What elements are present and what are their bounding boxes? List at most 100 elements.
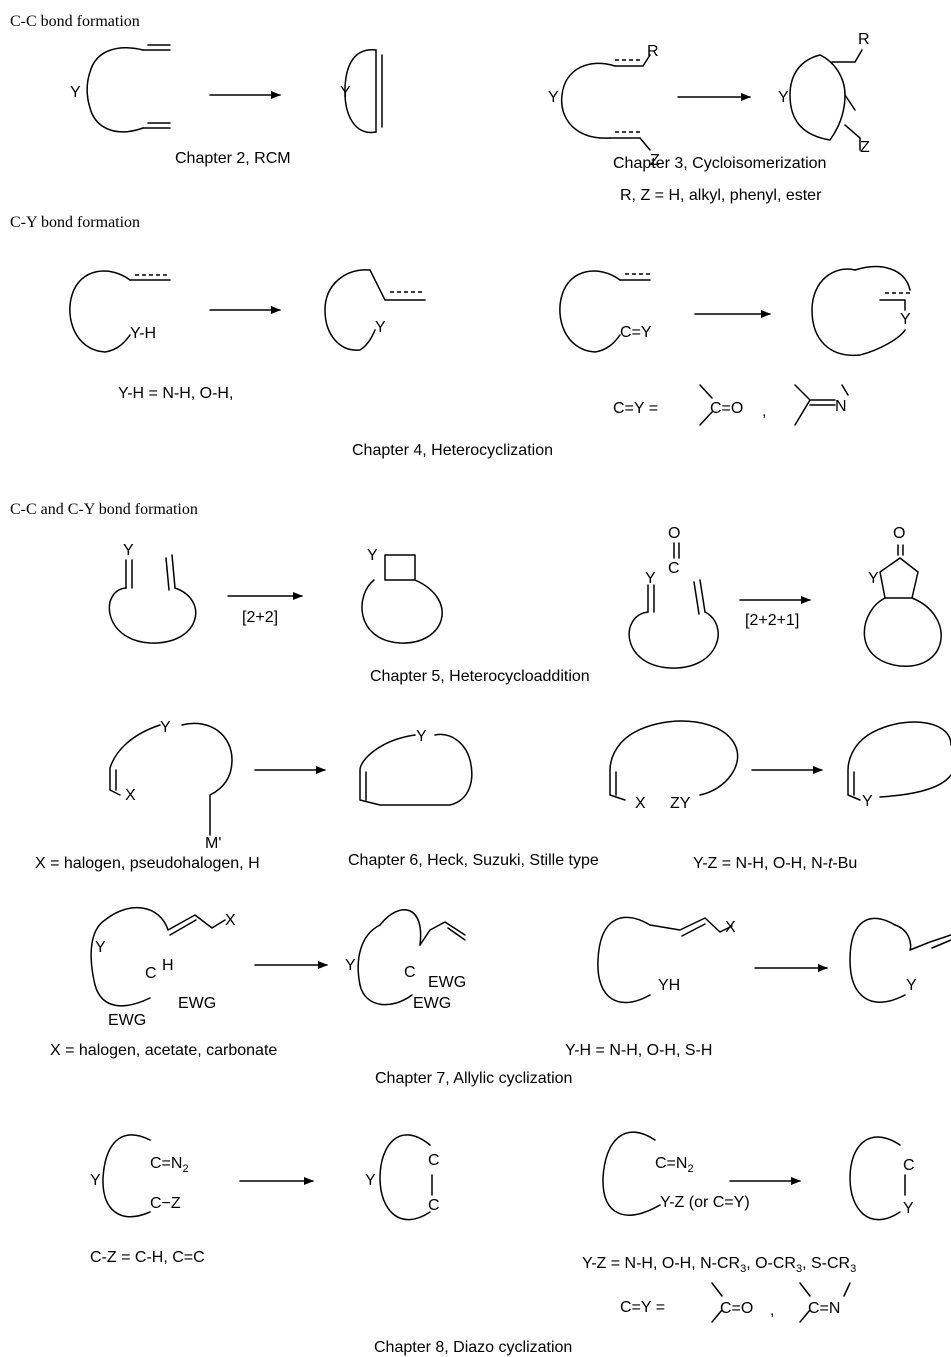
- caption-ch6: Chapter 6, Heck, Suzuki, Stille type: [348, 852, 599, 869]
- atom-y: Y: [645, 570, 656, 587]
- heterocyclization-product-2: Y: [811, 265, 911, 357]
- atom-ewg: EWG: [413, 995, 451, 1012]
- caption-ch4-cy: C=Y =: [613, 400, 658, 417]
- atom-cn2: C=N2: [150, 1155, 189, 1175]
- atom-y: Y: [903, 1200, 914, 1217]
- comma: ,: [762, 403, 766, 420]
- condition-2221: [2+2+1]: [745, 612, 799, 629]
- atom-y: Y: [95, 939, 106, 956]
- atom-y: Y: [345, 957, 356, 974]
- imine-group: N: [794, 384, 849, 426]
- atom-y: Y: [123, 542, 134, 559]
- caption-ch8-left: C-Z = C-H, C=C: [90, 1249, 205, 1266]
- diazo-reactant-1: C=N2 C−Z Y: [90, 1134, 189, 1218]
- caption-ch4: Chapter 4, Heterocyclization: [352, 442, 553, 459]
- allylic-reactant-2: X YH: [597, 916, 736, 1004]
- caption-ch6-right: Y-Z = N-H, O-H, N-t-Bu: [693, 855, 857, 872]
- caption-ch7-left: X = halogen, acetate, carbonate: [50, 1042, 277, 1059]
- atom-r: R: [858, 31, 870, 48]
- svg-text:C=O: C=O: [710, 400, 743, 417]
- rcm-product: Y: [340, 49, 383, 134]
- atom-y: Y: [416, 728, 427, 745]
- atom-y: Y: [900, 311, 911, 328]
- svg-text:C=O: C=O: [720, 1300, 753, 1317]
- allylic-product-2: Y: [849, 917, 951, 1003]
- atom-c: C: [404, 964, 416, 981]
- atom-y: Y: [548, 89, 559, 106]
- atom-ewg: EWG: [178, 995, 216, 1012]
- section-ccy-title: C-C and C-Y bond formation: [10, 501, 198, 518]
- section-cc-title: C-C bond formation: [10, 13, 140, 30]
- caption-ch8-cy: C=Y =: [620, 1299, 665, 1316]
- cycloisomerization-reactant: R Z Y: [548, 43, 660, 169]
- comma: ,: [770, 1302, 774, 1319]
- atom-yh: Y-H: [130, 325, 156, 342]
- atom-cy: C=Y: [620, 324, 652, 341]
- atom-c: C: [428, 1197, 440, 1214]
- atom-c: C: [145, 965, 157, 982]
- condition-222: [2+2]: [242, 609, 278, 626]
- atom-r: R: [647, 43, 659, 60]
- cycloaddition-2221-product: O Y: [863, 525, 942, 667]
- caption-ch7: Chapter 7, Allylic cyclization: [375, 1070, 572, 1087]
- atom-c: C: [428, 1152, 440, 1169]
- atom-o: O: [668, 525, 680, 542]
- coupling-reactant-1: Y X M': [109, 719, 233, 852]
- allylic-reactant-1: X Y C H EWG EWG: [90, 906, 236, 1029]
- caption-ch7-right: Y-H = N-H, O-H, S-H: [565, 1042, 712, 1059]
- caption-ch3-sub: R, Z = H, alkyl, phenyl, ester: [620, 187, 822, 204]
- atom-o: O: [893, 525, 905, 542]
- cycloaddition-222-reactant: Y: [108, 542, 197, 644]
- atom-y: Y: [160, 719, 171, 736]
- diazo-product-1: C C Y: [365, 1134, 440, 1221]
- atom-z: Z: [650, 152, 660, 169]
- atom-ewg: EWG: [428, 974, 466, 991]
- diazo-product-2: C Y: [849, 1136, 915, 1221]
- atom-ewg: EWG: [108, 1012, 146, 1029]
- cycloaddition-2221-reactant: O C Y: [628, 525, 719, 669]
- atom-yz: Y-Z (or C=Y): [660, 1194, 750, 1211]
- atom-y: Y: [367, 547, 378, 564]
- atom-zy: ZY: [670, 795, 691, 812]
- atom-z: Z: [860, 139, 870, 156]
- atom-c: C: [903, 1157, 915, 1174]
- atom-y: Y: [365, 1172, 376, 1189]
- svg-text:N: N: [835, 398, 847, 415]
- caption-ch8-right: Y-Z = N-H, O-H, N-CR23, O-CR3, S-CR3: [582, 1255, 856, 1275]
- atom-yh-small: YH: [658, 977, 680, 994]
- coupling-product-1: Y: [359, 728, 473, 806]
- heterocyclization-product-1: Y: [324, 269, 426, 351]
- heterocyclization-reactant-2: C=Y: [559, 270, 652, 353]
- atom-x: X: [125, 787, 136, 804]
- atom-c: C: [668, 560, 680, 577]
- svg-text:C=N: C=N: [808, 1300, 840, 1317]
- atom-y: Y: [90, 1172, 101, 1189]
- atom-y: Y: [340, 84, 351, 101]
- caption-ch2: Chapter 2, RCM: [175, 150, 291, 167]
- atom-y: Y: [868, 570, 879, 587]
- atom-x: X: [635, 795, 646, 812]
- allylic-product-1: Y C EWG EWG: [345, 908, 466, 1012]
- atom-y: Y: [70, 84, 81, 101]
- atom-x: X: [225, 912, 236, 929]
- coupling-product-2: Y: [847, 721, 951, 810]
- carbonyl-group: C=O: [711, 1282, 753, 1323]
- caption-ch5: Chapter 5, Heterocycloaddition: [370, 668, 590, 685]
- atom-m: M': [205, 835, 221, 852]
- rcm-reactant: Y: [70, 44, 171, 133]
- atom-y: Y: [906, 977, 917, 994]
- atom-y: Y: [862, 793, 873, 810]
- diazo-reactant-2: C=N2 Y-Z (or C=Y): [602, 1131, 750, 1216]
- caption-ch8: Chapter 8, Diazo cyclization: [374, 1339, 572, 1356]
- atom-h: H: [162, 957, 174, 974]
- section-cy-title: C-Y bond formation: [10, 214, 140, 231]
- carbonyl-group: C=O: [699, 384, 743, 426]
- atom-x: X: [725, 919, 736, 936]
- atom-cn2: C=N2: [655, 1155, 694, 1175]
- atom-y: Y: [375, 319, 386, 336]
- caption-ch3: Chapter 3, Cycloisomerization: [613, 155, 826, 172]
- imine-group: C=N: [799, 1282, 851, 1323]
- cycloisomerization-product: R Z Y: [778, 31, 870, 156]
- coupling-reactant-2: X ZY: [609, 720, 739, 812]
